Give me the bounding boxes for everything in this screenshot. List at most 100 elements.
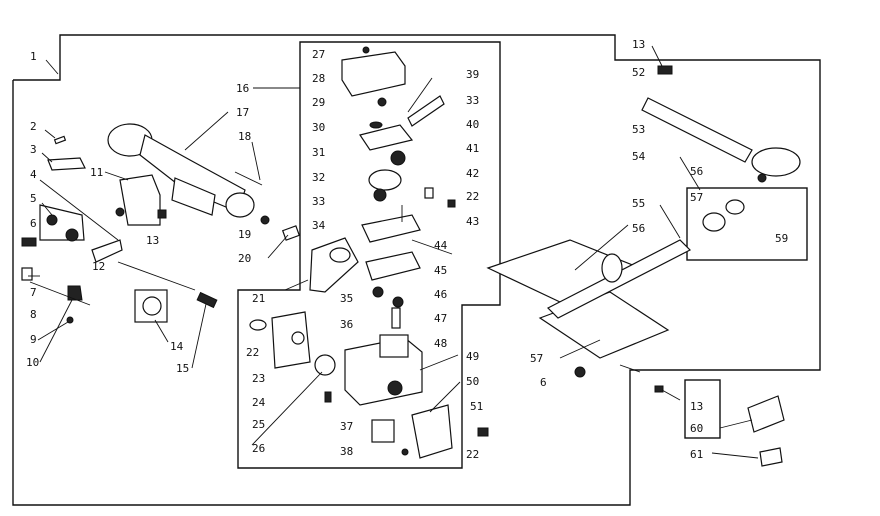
part-31-plate [359, 124, 414, 151]
leader-4 [39, 179, 119, 241]
callout-25: 25 [252, 418, 265, 431]
callout-2: 2 [30, 120, 37, 133]
callout-29: 29 [312, 96, 325, 109]
callout-62: 60 [690, 422, 703, 435]
callout-7: 7 [30, 286, 37, 299]
part-51-plate [411, 404, 453, 459]
callout-4: 4 [30, 168, 37, 181]
callout-6: 6 [30, 217, 37, 230]
leader-13-right [661, 389, 681, 401]
part-22-screw-upper [447, 199, 456, 208]
callout-42: 42 [466, 167, 479, 180]
callout-9: 9 [30, 333, 37, 346]
callout-59: 56 [690, 165, 703, 178]
leader-1 [45, 59, 59, 75]
part-61-washer [702, 212, 726, 232]
part-15-coupler [196, 291, 218, 309]
callout-8: 8 [30, 308, 37, 321]
callout-16: 16 [236, 82, 249, 95]
callout-14: 14 [170, 340, 184, 353]
part-46-bushing [372, 286, 384, 298]
callout-22-upper: 22 [466, 190, 479, 203]
leader-56 [574, 224, 629, 271]
callout-38: 38 [340, 445, 353, 458]
part-6-nut [65, 228, 79, 242]
part-8-block [67, 285, 83, 301]
callout-41: 41 [466, 142, 479, 155]
callout-3: 3 [30, 143, 37, 156]
callout-44: 44 [434, 239, 448, 252]
part-28-cover [341, 51, 406, 97]
part-56-post [601, 253, 623, 283]
part-44-plate [361, 214, 421, 243]
callout-51: 51 [470, 400, 483, 413]
callout-labels: 1 2 3 4 5 6 7 8 9 10 11 12 13 14 15 16 1… [26, 38, 788, 461]
callout-46: 46 [434, 288, 447, 301]
part-45-plate [365, 251, 421, 281]
part-2-screw [53, 135, 67, 145]
part-8-rod [29, 281, 91, 306]
part-33-gear [390, 150, 406, 166]
leader-3 [41, 152, 53, 163]
callout-23: 23 [252, 372, 265, 385]
part-5-hub [46, 214, 58, 226]
part-24-roller [314, 354, 336, 376]
callout-57: 57 [530, 352, 543, 365]
part-13-screw-a [115, 207, 125, 217]
part-6-washer [21, 237, 37, 247]
callout-54: 54 [632, 150, 646, 163]
part-22-washer-left [249, 319, 267, 331]
callout-56: 56 [632, 222, 645, 235]
part-23-hole [291, 331, 305, 345]
callout-37: 37 [340, 420, 353, 433]
leader-15 [191, 303, 207, 369]
leader-39 [407, 77, 433, 113]
part-13-screw-b [157, 209, 167, 219]
callout-40: 40 [466, 118, 479, 131]
callout-11: 11 [90, 166, 103, 179]
callout-49: 49 [466, 350, 479, 363]
sub-assembly-box-13-62 [684, 379, 721, 439]
callout-19: 19 [238, 228, 251, 241]
right-parts-group [486, 65, 801, 467]
part-14-motor-hub [142, 296, 162, 316]
leader-20 [267, 234, 289, 259]
callout-34: 34 [312, 219, 326, 232]
part-42-pin [424, 187, 434, 199]
part-22-screw-lower [477, 427, 489, 437]
center-assembly-outline [237, 41, 501, 469]
callout-39: 39 [466, 68, 479, 81]
leader-5 [41, 202, 53, 216]
part-12-spring [91, 239, 123, 263]
part-27-screw [362, 46, 370, 54]
callout-61: 59 [775, 232, 788, 245]
part-49-port [387, 380, 403, 396]
part-47-washer [392, 296, 404, 308]
callout-63: 61 [690, 448, 703, 461]
part-35-washer [329, 247, 351, 263]
part-32-gear-stack [368, 169, 402, 191]
callout-35: 35 [340, 292, 353, 305]
callout-22-left: 22 [246, 346, 259, 359]
leader-2 [44, 129, 56, 139]
leader-18 [251, 141, 261, 181]
leader-11 [104, 171, 129, 181]
leader-54 [679, 156, 701, 191]
center-stack-group [249, 46, 489, 459]
callout-32: 32 [312, 171, 325, 184]
leader-14 [154, 319, 169, 343]
callout-20: 20 [238, 252, 251, 265]
callout-60: 57 [690, 191, 703, 204]
callout-52: 52 [632, 66, 645, 79]
callout-48: 48 [434, 337, 447, 350]
callout-47: 47 [434, 312, 447, 325]
part-12-link-rod [117, 261, 196, 291]
part-25-screw [324, 391, 332, 403]
part-39-spring [407, 95, 445, 127]
callout-1: 1 [30, 50, 37, 63]
leader-lines [28, 45, 759, 459]
part-11-bracket [119, 174, 161, 226]
callout-17: 17 [236, 106, 249, 119]
leader-57 [559, 339, 601, 359]
